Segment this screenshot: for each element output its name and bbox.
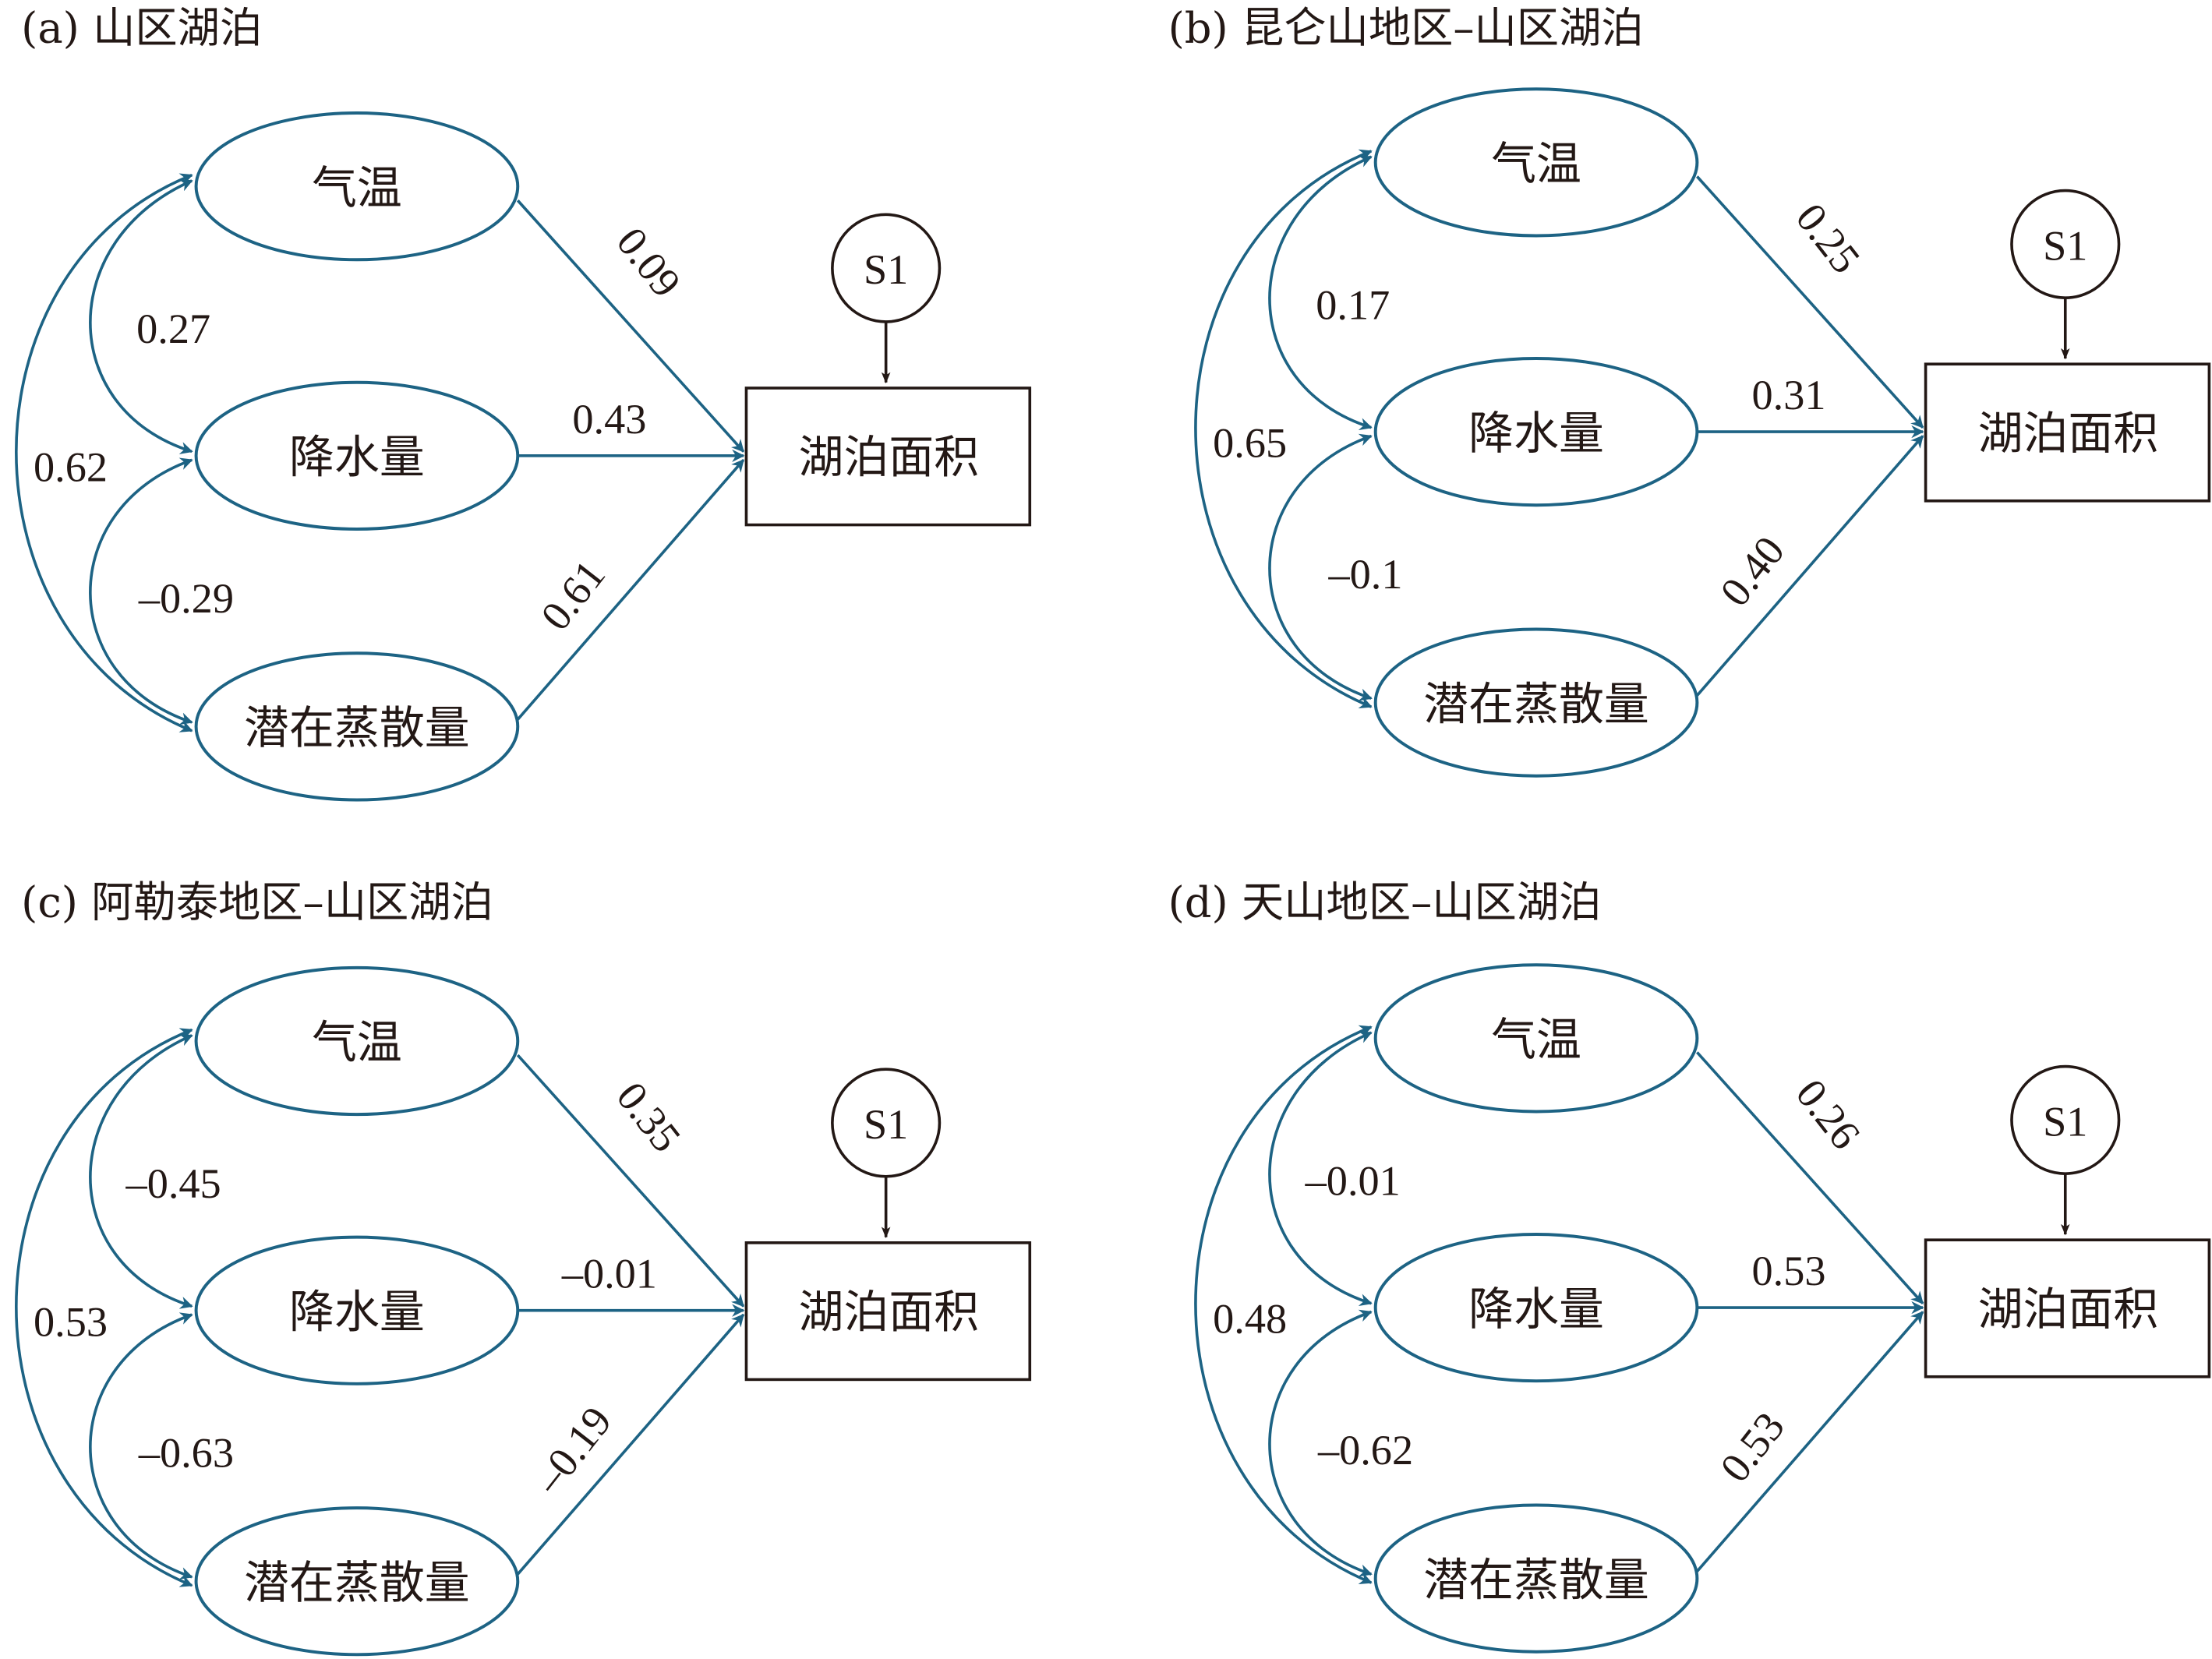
- node-temp: 气温: [194, 111, 520, 262]
- node-precip: 降水量: [1373, 1232, 1699, 1383]
- path-label-pet: 0.61: [532, 552, 614, 639]
- corr-arc-precip-pet: [89, 1312, 193, 1580]
- corr-label-temp-precip: 0.27: [136, 305, 210, 352]
- node-pet: 潜在蒸散量: [194, 1506, 520, 1657]
- path-arrow-pet: [1696, 435, 1924, 697]
- error-term-label: S1: [864, 1101, 908, 1148]
- lake-area-box: [1924, 1238, 2211, 1378]
- corr-label-temp-precip: –0.45: [125, 1160, 221, 1207]
- path-label-pet: 0.40: [1711, 528, 1793, 615]
- temp-label: 气温: [312, 1016, 402, 1069]
- node-temp: 气温: [1373, 963, 1699, 1114]
- corr-label-temp-precip: 0.17: [1316, 281, 1390, 328]
- precip-label: 降水量: [1468, 407, 1604, 460]
- error-term-label: S1: [2043, 1098, 2087, 1145]
- path-label-temp: 0.26: [1787, 1071, 1870, 1158]
- path-label-temp: 0.09: [607, 219, 690, 306]
- corr-label-temp-precip: –0.01: [1305, 1157, 1401, 1204]
- pet-ellipse: [1373, 627, 1699, 778]
- temp-label: 气温: [312, 161, 402, 214]
- corr-arc-precip-pet: [1268, 1309, 1373, 1577]
- path-label-temp: 0.35: [607, 1074, 690, 1161]
- corr-arc-temp-pet: [1194, 1025, 1373, 1584]
- error-term-label: S1: [2043, 222, 2087, 269]
- corr-arc-temp-precip: [1268, 155, 1373, 431]
- path-arrow-pet: [1696, 1311, 1924, 1573]
- error-term-label: S1: [864, 246, 908, 293]
- node-temp: 气温: [1373, 87, 1699, 238]
- path-label-precip: 0.43: [572, 396, 646, 443]
- corr-arc-precip-pet: [89, 457, 193, 725]
- temp-label: 气温: [1491, 137, 1581, 190]
- corr-label-precip-pet: –0.63: [138, 1430, 234, 1477]
- node-precip: 降水量: [1373, 356, 1699, 507]
- corr-label-temp-pet: 0.65: [1213, 420, 1287, 467]
- path-label-precip: –0.01: [561, 1251, 657, 1297]
- path-label-pet: 0.53: [1711, 1403, 1793, 1491]
- path-arrow-pet: [516, 1313, 745, 1576]
- pet-label: 潜在蒸散量: [244, 701, 470, 754]
- corr-arc-temp-precip: [1268, 1031, 1373, 1307]
- path-label-pet: –0.19: [525, 1398, 620, 1502]
- node-pet: 潜在蒸散量: [1373, 1503, 1699, 1654]
- lake-area-box: [1924, 362, 2211, 503]
- corr-label-precip-pet: –0.29: [138, 575, 234, 622]
- corr-label-temp-pet: 0.48: [1213, 1296, 1287, 1343]
- temp-ellipse: [194, 111, 520, 262]
- corr-label-temp-pet: 0.62: [34, 443, 108, 490]
- panel-c-title: (c) 阿勒泰地区–山区湖泊: [21, 878, 493, 927]
- temp-label: 气温: [1491, 1013, 1581, 1066]
- pet-label: 潜在蒸散量: [1423, 677, 1649, 730]
- path-arrow-temp: [516, 1054, 745, 1308]
- lake-area-box: [744, 1241, 1032, 1382]
- precip-label: 降水量: [1468, 1283, 1604, 1336]
- pet-ellipse: [194, 651, 520, 802]
- panel-a-title: (a) 山区湖泊: [21, 4, 262, 53]
- corr-arc-temp-pet: [15, 1028, 193, 1587]
- precip-label: 降水量: [289, 431, 425, 484]
- corr-arc-precip-pet: [1268, 433, 1373, 701]
- corr-label-precip-pet: –0.62: [1317, 1427, 1413, 1474]
- node-precip: 降水量: [194, 1235, 520, 1385]
- path-label-precip: 0.53: [1752, 1248, 1826, 1294]
- path-label-precip: 0.31: [1752, 372, 1826, 418]
- pet-label: 潜在蒸散量: [1423, 1553, 1649, 1606]
- lake-area-label: 湖泊面积: [798, 1285, 979, 1338]
- node-precip: 降水量: [194, 380, 520, 531]
- corr-arc-temp-precip: [89, 1034, 193, 1309]
- corr-arc-temp-pet: [1194, 149, 1373, 708]
- corr-arc-temp-precip: [89, 179, 193, 454]
- pet-ellipse: [1373, 1503, 1699, 1654]
- lake-area-label: 湖泊面积: [1978, 407, 2159, 460]
- node-pet: 潜在蒸散量: [1373, 627, 1699, 778]
- panel-b-title: (b) 昆仑山地区–山区湖泊: [1168, 4, 1644, 53]
- lake-area-box: [744, 387, 1032, 527]
- pet-label: 潜在蒸散量: [244, 1556, 470, 1609]
- path-arrow-pet: [516, 459, 745, 721]
- path-arrow-temp: [1696, 175, 1924, 429]
- node-temp: 气温: [194, 965, 520, 1117]
- corr-arc-temp-pet: [15, 173, 193, 732]
- path-arrow-temp: [1696, 1051, 1924, 1304]
- path-arrow-temp: [516, 199, 745, 453]
- lake-area-label: 湖泊面积: [1978, 1283, 2159, 1336]
- corr-label-temp-pet: 0.53: [34, 1298, 108, 1345]
- lake-area-label: 湖泊面积: [798, 431, 979, 484]
- path-label-temp: 0.25: [1787, 195, 1870, 282]
- panel-d-title: (d) 天山地区–山区湖泊: [1168, 878, 1602, 927]
- temp-ellipse: [1373, 963, 1699, 1114]
- corr-label-precip-pet: –0.1: [1328, 551, 1403, 598]
- pet-ellipse: [194, 1506, 520, 1657]
- node-pet: 潜在蒸散量: [194, 651, 520, 802]
- precip-label: 降水量: [289, 1285, 425, 1338]
- temp-ellipse: [194, 965, 520, 1117]
- temp-ellipse: [1373, 87, 1699, 238]
